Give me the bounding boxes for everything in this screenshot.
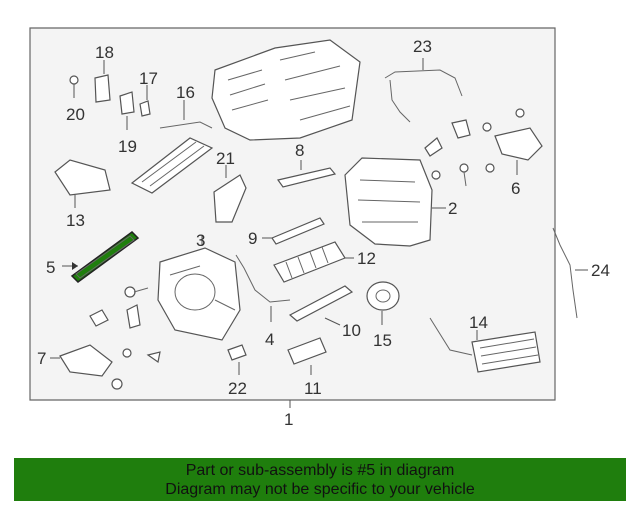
right-small-parts [424,108,525,187]
part-10-bracket [288,285,354,322]
callout-3: 3 [196,231,205,250]
callout-23: 23 [413,37,432,56]
callout-10: 10 [342,321,361,340]
callout-7: 7 [37,349,46,368]
callout-22: 22 [228,379,247,398]
callout-16: 16 [176,83,195,102]
assembly-frame [29,27,556,401]
part-19-connector [119,91,135,115]
part-4-drain-hose [235,254,291,303]
callout-15: 15 [373,331,392,350]
part-3-blower-case [157,247,241,341]
part-24-hose [552,227,578,319]
parts-diagram: 1 2 3 4 5 6 7 8 9 10 11 12 13 14 15 16 1… [29,27,610,429]
part-11-sensor [287,337,327,365]
callout-21: 21 [216,149,235,168]
callout-24: 24 [591,261,610,280]
callout-2: 2 [448,199,457,218]
part-2-housing [344,157,433,247]
callout-6: 6 [511,179,520,198]
part-17-clip [139,100,151,117]
part-8-seal [276,167,337,188]
part-13-duct [54,159,111,196]
callout-14: 14 [469,313,488,332]
part-22-resistor [227,344,247,361]
part-16-filter-case [130,121,214,194]
callout-13: 13 [66,211,85,230]
callout-12: 12 [357,249,376,268]
part-9-seal [271,217,325,245]
callout-4: 4 [265,330,274,349]
part-5-highlighted [70,231,140,283]
callout-11: 11 [304,379,322,398]
callout-17: 17 [139,69,158,88]
part-6-actuator [494,127,543,161]
callout-9: 9 [248,229,257,248]
part-23-tube [384,69,463,123]
callout-1: 1 [284,410,293,429]
callout-20: 20 [66,105,85,124]
part-15-blower-motor [366,281,400,311]
callout-5: 5 [46,258,55,277]
info-banner: Part or sub-assembly is #5 in diagram Di… [14,458,626,501]
part-18-clip [94,74,111,103]
part-7-bracket [59,344,113,377]
banner-line-2: Diagram may not be specific to your vehi… [165,481,475,498]
callout-8: 8 [295,141,304,160]
callout-18: 18 [95,43,114,62]
part-21-cover [213,174,247,223]
part-20-screw [69,75,79,85]
part-14-heater-core [429,317,541,373]
banner-line-1: Part or sub-assembly is #5 in diagram [185,462,455,479]
callout-19: 19 [118,137,137,156]
housing-upper-part [211,39,361,141]
left-small-parts [89,286,161,390]
